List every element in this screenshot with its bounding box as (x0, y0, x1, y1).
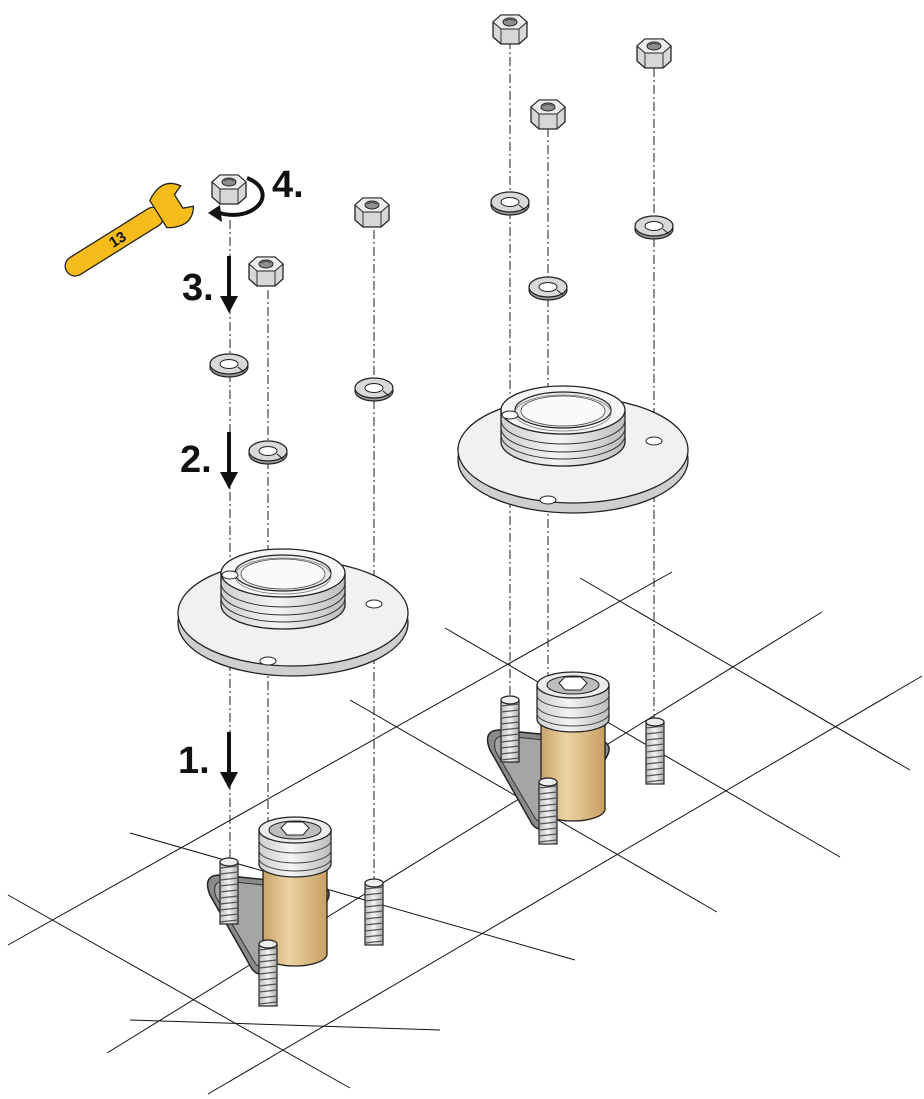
floor-grid (7, 571, 923, 1095)
spring-washer-icon (354, 377, 394, 402)
right-threaded-stud-icon (538, 777, 558, 845)
hex-nut-icon (354, 197, 390, 228)
down-arrow-icon (220, 256, 238, 313)
hex-nut-icon (636, 38, 672, 69)
step-label-4: 4. (272, 164, 304, 206)
step-label-2: 2. (180, 439, 212, 481)
hex-nut-icon (492, 14, 528, 45)
wrench-icon: 13 (64, 182, 195, 277)
right-threaded-stud-icon (500, 695, 520, 763)
left-flange-icon (177, 548, 409, 677)
step-label-3: 3. (182, 267, 214, 309)
hex-nut-icon (530, 99, 566, 130)
down-arrow-icon (220, 432, 238, 489)
hex-nut-icon (211, 174, 247, 205)
left-threaded-stud-icon (258, 939, 278, 1007)
spring-washer-icon (490, 191, 530, 216)
rotate-arrow-icon (208, 176, 265, 222)
hex-nut-icon (248, 256, 284, 287)
step-label-1: 1. (178, 740, 210, 782)
right-threaded-stud-icon (645, 717, 665, 785)
spring-washer-icon (248, 440, 288, 465)
left-threaded-stud-icon (364, 878, 384, 946)
right-flange-icon (457, 385, 689, 514)
left-threaded-stud-icon (219, 857, 239, 925)
spring-washer-icon (209, 353, 249, 378)
spring-washer-icon (528, 276, 568, 301)
wrench-size-label: 13 (106, 228, 129, 251)
down-arrow-icon (220, 732, 238, 789)
spring-washer-icon (634, 215, 674, 240)
